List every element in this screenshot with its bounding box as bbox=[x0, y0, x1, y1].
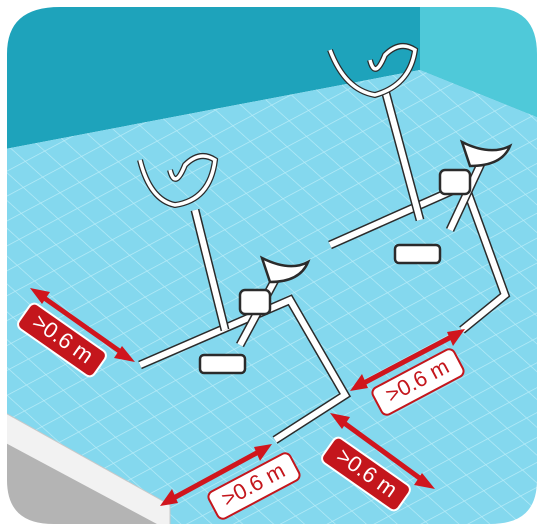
clearance-arrow-front-right bbox=[330, 413, 435, 489]
clearance-arrow-front-left bbox=[160, 444, 272, 506]
pool-back-wall bbox=[4, 4, 540, 150]
aqua-bike-icon bbox=[137, 153, 352, 444]
clearance-arrow-left bbox=[30, 288, 135, 362]
pool-side-wall bbox=[420, 4, 540, 120]
deck-shadow bbox=[4, 440, 170, 527]
clearance-arrow-between bbox=[350, 329, 465, 391]
aqua-bike-icon bbox=[327, 43, 513, 334]
